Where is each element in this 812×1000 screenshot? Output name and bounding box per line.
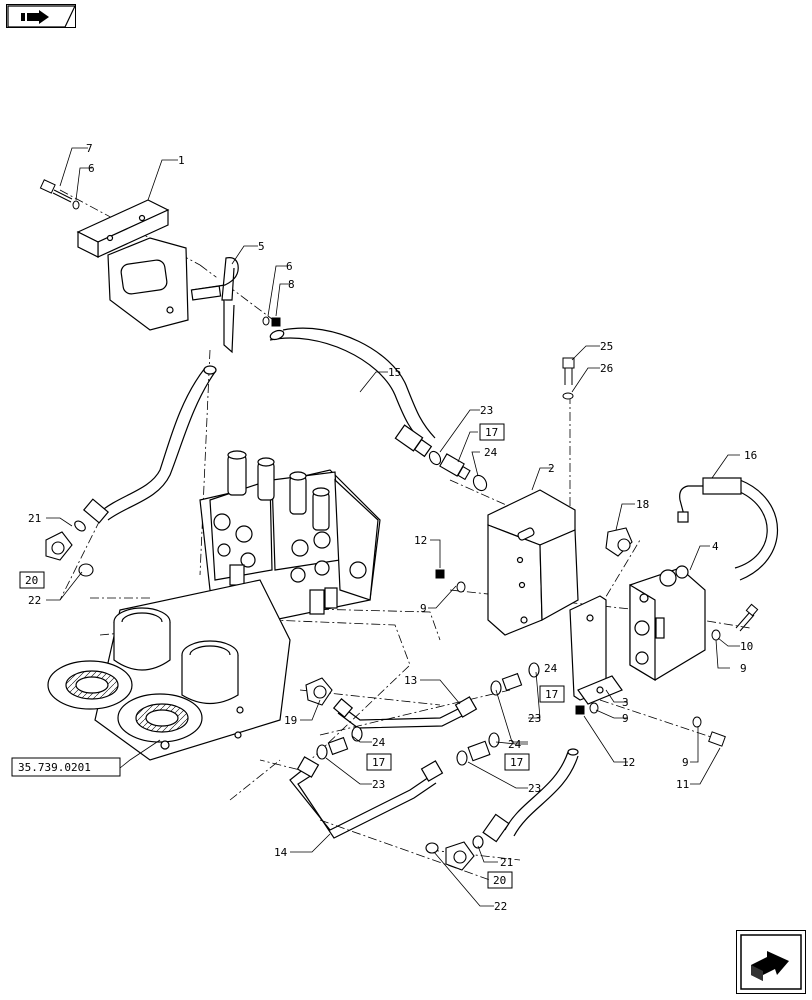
o-ring-22: [78, 563, 94, 577]
boxed-callouts: [19, 423, 565, 889]
callout-23-d: 23: [528, 782, 541, 795]
washer-9b: [456, 581, 466, 593]
boxed-callout-labels: 17 17 17 17 20 20: [25, 426, 558, 887]
o-ring-23: [428, 450, 442, 466]
hose-16: [677, 477, 778, 581]
washer-9d: [589, 702, 599, 714]
fitting-20-left: [45, 520, 94, 577]
elbow-fitting-18: [605, 527, 633, 557]
o-ring-23c: [316, 744, 328, 760]
callout-19: 19: [284, 714, 297, 727]
callout-2: 2: [548, 462, 555, 475]
callout-20-a: 20: [25, 574, 38, 587]
adapter-17-left: [316, 726, 363, 760]
o-ring-23b: [490, 680, 502, 696]
o-ring-21: [74, 520, 86, 532]
clamp-part-5: [190, 257, 239, 354]
callout-6-top: 6: [88, 162, 95, 175]
callout-24-a: 24: [484, 446, 498, 459]
o-ring-24: [472, 474, 488, 492]
bracket-part-1: [76, 199, 189, 331]
callout-14: 14: [274, 846, 288, 859]
tube-13: [332, 696, 478, 729]
callout-24-d: 24: [508, 738, 522, 751]
washer-6: [72, 200, 80, 210]
callout-16: 16: [744, 449, 757, 462]
next-arrow-icon: [740, 934, 802, 990]
callout-17-c: 17: [372, 756, 385, 769]
reference-box[interactable]: 35.739.0201: [11, 757, 121, 777]
callout-9-d: 9: [682, 756, 689, 769]
nut-8: [271, 317, 281, 327]
bolt-7: [39, 179, 80, 210]
valve-block-part-4: [629, 565, 706, 682]
callout-11: 11: [676, 778, 689, 791]
callout-24-b: 24: [544, 662, 558, 675]
callout-10: 10: [740, 640, 753, 653]
bolt-25: [562, 357, 575, 400]
callout-17-a: 17: [485, 426, 498, 439]
bracket-part-2: [487, 489, 579, 636]
hose-lower: [482, 748, 579, 843]
callout-9-c: 9: [622, 712, 629, 725]
callout-4: 4: [712, 540, 719, 553]
callout-6-mid: 6: [286, 260, 293, 273]
back-arrow-icon: [7, 5, 76, 28]
callout-20-b: 20: [493, 874, 506, 887]
callout-23-b: 23: [528, 712, 541, 725]
callout-7: 7: [86, 142, 93, 155]
o-ring-24c: [351, 726, 363, 742]
tube-14: [289, 756, 444, 839]
callout-18: 18: [636, 498, 649, 511]
adapter-17-right: [456, 732, 500, 766]
callout-22-a: 22: [28, 594, 41, 607]
callout-9-b: 9: [740, 662, 747, 675]
callout-21-b: 21: [500, 856, 513, 869]
next-page-button[interactable]: [736, 930, 806, 994]
callout-12-b: 12: [622, 756, 635, 769]
callout-labels: 1 2 3 4 5 6 6 7 8 9 9 9 9 10 11 12 12 13…: [28, 142, 757, 913]
o-ring-21b: [472, 835, 484, 849]
callout-15: 15: [388, 366, 401, 379]
adapter-17-mid: [490, 662, 540, 696]
o-ring-24b: [528, 662, 540, 678]
elbow-fitting-19: [305, 677, 333, 706]
callout-17-b: 17: [545, 688, 558, 701]
callout-23-a: 23: [480, 404, 493, 417]
steering-cylinder: [47, 579, 291, 761]
callout-8: 8: [288, 278, 295, 291]
bracket-part-3: [569, 595, 623, 705]
reference-label[interactable]: 35.739.0201: [18, 761, 91, 774]
washer-26: [562, 392, 574, 400]
callout-3: 3: [622, 696, 629, 709]
callout-17-d: 17: [510, 756, 523, 769]
callout-25: 25: [600, 340, 613, 353]
callout-24-c: 24: [372, 736, 386, 749]
callout-12-a: 12: [414, 534, 427, 547]
o-ring-23d: [456, 750, 468, 766]
callout-13: 13: [404, 674, 417, 687]
leader-lines: [46, 147, 740, 907]
washer-9c: [692, 716, 702, 728]
hose-15: [269, 327, 436, 458]
washer-6b: [262, 316, 281, 327]
callout-21-a: 21: [28, 512, 41, 525]
callout-1: 1: [178, 154, 185, 167]
adapter-17-upper: [428, 450, 488, 492]
nut-12: [435, 569, 599, 715]
o-ring-24d: [488, 732, 500, 748]
callout-26: 26: [600, 362, 613, 375]
o-ring-22b: [425, 842, 439, 854]
fitting-20-lower: [425, 835, 484, 871]
callout-22-b: 22: [494, 900, 507, 913]
bolt-11: [692, 716, 726, 747]
hose-left: [82, 365, 217, 524]
callout-9-a: 9: [420, 602, 427, 615]
back-button[interactable]: [6, 4, 76, 28]
callout-5: 5: [258, 240, 265, 253]
callout-23-c: 23: [372, 778, 385, 791]
bolt-10: [711, 603, 759, 641]
